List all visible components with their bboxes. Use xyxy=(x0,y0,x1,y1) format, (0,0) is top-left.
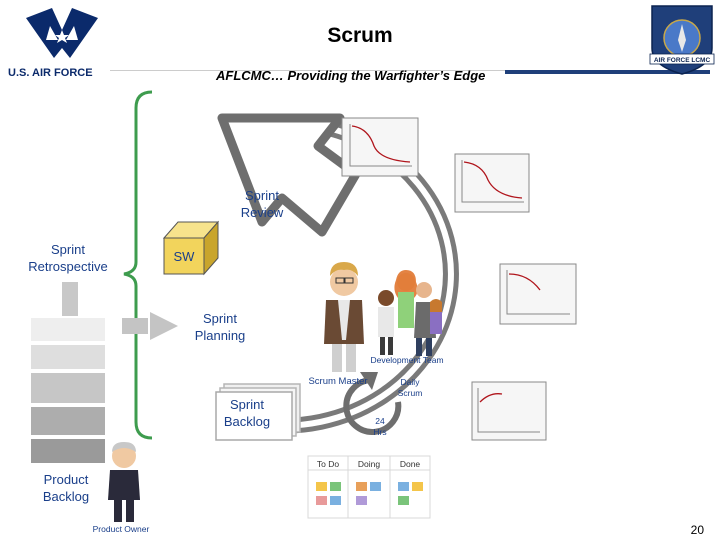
daily-scrum-loop xyxy=(343,377,402,435)
page-number: 20 xyxy=(690,523,704,537)
task-board xyxy=(307,455,431,519)
sprint-retrospective-label: Sprint Retrospective xyxy=(28,242,108,274)
daily-scrum-arrowhead xyxy=(360,372,378,390)
air-force-logo-text: U.S. AIR FORCE xyxy=(8,67,93,79)
header-accent-bar xyxy=(505,70,710,74)
product-owner-label: Product Owner xyxy=(92,524,150,534)
sprint-backlog-label: Sprint Backlog xyxy=(223,397,271,429)
planning-arrow-head xyxy=(150,312,178,340)
sprint-planning-label: Sprint Planning xyxy=(194,311,246,343)
product-owner-figure xyxy=(108,442,140,522)
product-backlog-label: Product Backlog xyxy=(42,472,90,504)
board-column-doing: Doing xyxy=(357,459,381,469)
daily-scrum-label: Daily Scrum xyxy=(397,377,423,398)
sprint-review-label: Sprint Review xyxy=(240,188,284,220)
header-rule xyxy=(110,70,710,71)
planning-arrow-shaft xyxy=(122,318,148,334)
hours-label: 24 Hrs xyxy=(373,416,387,437)
retrospective-brace xyxy=(123,90,153,440)
sw-cube xyxy=(162,220,220,276)
burndown-chart xyxy=(471,381,547,441)
aflcmc-seal: AIR FORCE LCMC xyxy=(649,5,715,75)
burndown-chart xyxy=(499,263,577,325)
sw-label: SW xyxy=(173,249,195,264)
page-title: Scrum xyxy=(327,24,393,47)
air-force-logo xyxy=(26,8,98,58)
scrum-master-label: Scrum Master xyxy=(308,376,368,387)
product-backlog-stack xyxy=(29,316,107,465)
board-column-done: Done xyxy=(399,459,421,469)
development-team-label: Development Team xyxy=(370,355,444,365)
scrum-master-figure xyxy=(324,262,364,372)
development-team-figures xyxy=(378,270,442,356)
burndown-chart xyxy=(341,117,419,177)
seal-text: AIR FORCE LCMC xyxy=(654,57,711,64)
board-column-todo: To Do xyxy=(316,459,340,469)
backlog-top-item xyxy=(62,282,78,316)
burndown-chart xyxy=(454,153,530,213)
sprint-backlog-cards xyxy=(215,383,301,441)
tagline: AFLCMC… Providing the Warfighter’s Edge xyxy=(216,68,486,83)
sprint-review-arrow xyxy=(217,113,361,237)
